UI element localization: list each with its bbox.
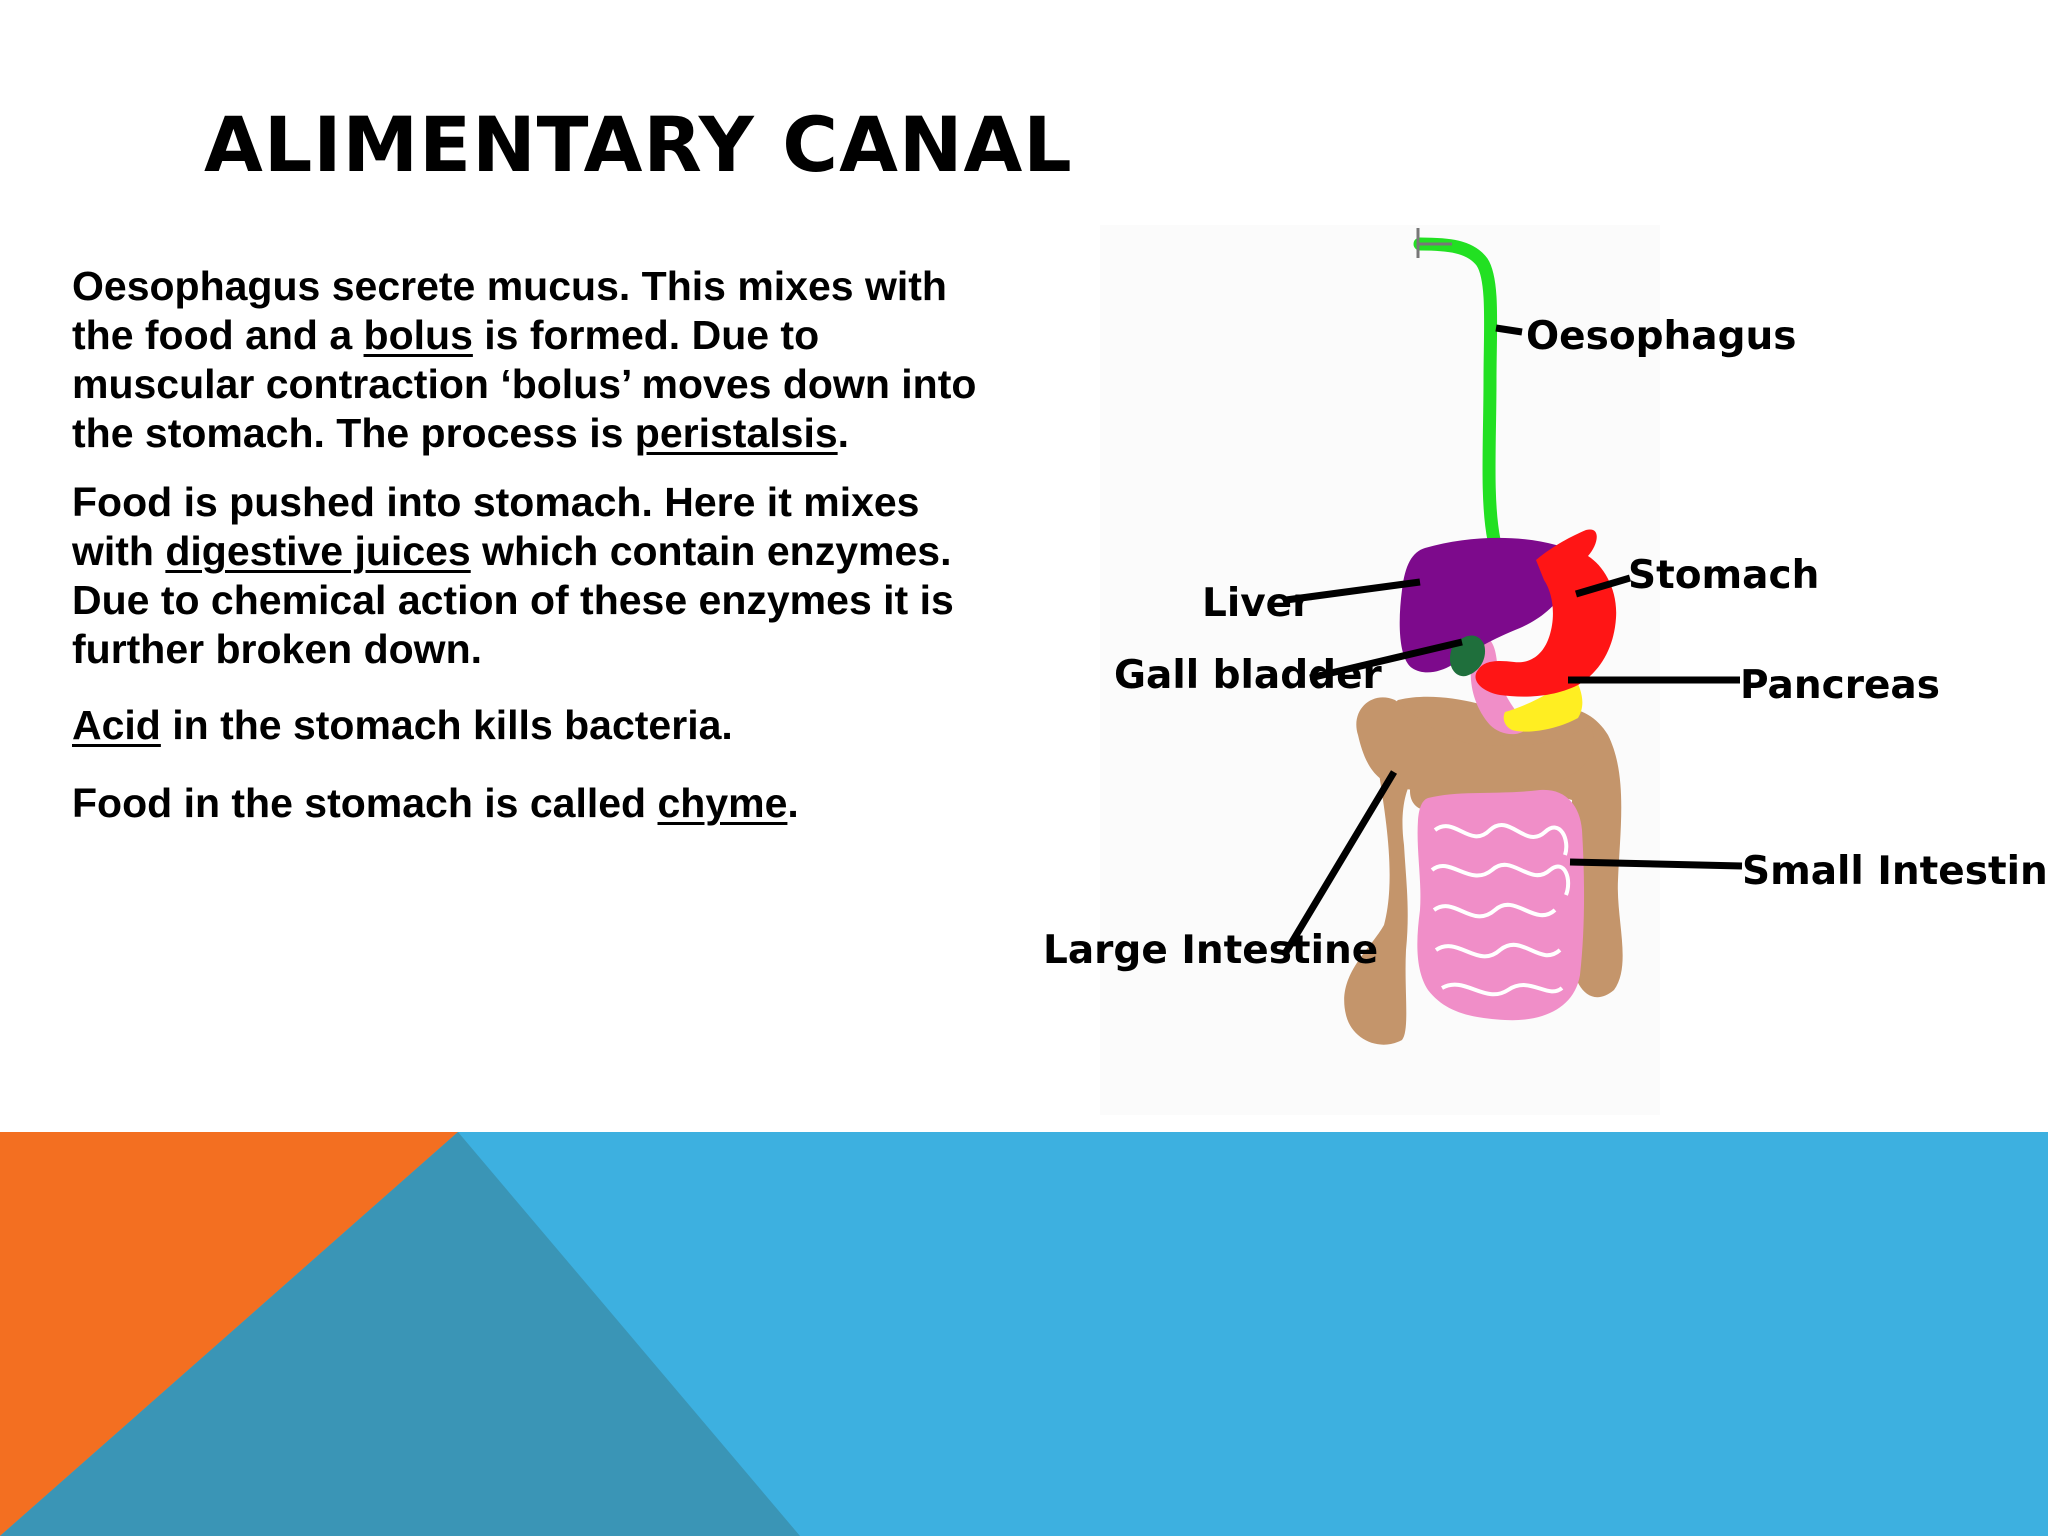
text: which contain enzymes. Due to chemical a… [72, 528, 954, 672]
text: . [787, 780, 799, 826]
label-stomach: Stomach [1628, 553, 1819, 598]
pharynx-outline [1416, 228, 1452, 258]
text: Food in the stomach is called [72, 780, 658, 826]
leader-stomach [1575, 574, 1631, 598]
term-bolus: bolus [363, 312, 473, 358]
label-oesophagus: Oesophagus [1526, 314, 1797, 359]
liver [1399, 537, 1572, 673]
leader-liver [1285, 578, 1421, 604]
paragraph-oesophagus: Oesophagus secrete mucus. This mixes wit… [72, 262, 992, 458]
label-pancreas: Pancreas [1740, 663, 1940, 708]
term-digestive-juices: digestive juices [165, 528, 471, 574]
paragraph-acid: Acid in the stomach kills bacteria. [72, 701, 992, 750]
slide-title: ALIMENTARY CANAL [204, 100, 1073, 189]
footer-teal-triangle [0, 1132, 800, 1536]
text: Oesophagus secrete mucus. This mixes wit… [72, 263, 947, 358]
text: . [837, 410, 850, 456]
term-acid: Acid [72, 702, 161, 748]
body-text: Oesophagus secrete mucus. This mixes wit… [72, 262, 992, 828]
label-small-intestine: Small Intestine [1742, 849, 2048, 894]
label-gall-bladder: Gall bladder [1114, 653, 1383, 698]
paragraph-chyme: Food in the stomach is called chyme. [72, 779, 992, 828]
footer-band [0, 1132, 2048, 1536]
small-intestine-coils [1430, 823, 1571, 997]
text: Food is pushed into stomach. Here it mix… [72, 479, 920, 574]
term-chyme: chyme [657, 780, 788, 826]
large-intestine-upper [1356, 697, 1594, 795]
text: in the stomach kills bacteria. [160, 702, 733, 748]
stomach [1475, 529, 1617, 697]
label-liver: Liver [1202, 581, 1312, 626]
label-large-intestine: Large Intestine [1043, 928, 1378, 973]
paragraph-stomach: Food is pushed into stomach. Here it mix… [72, 478, 992, 674]
text: is formed. Due to muscular contraction ‘… [72, 312, 977, 456]
leader-small-intestine [1569, 858, 1743, 870]
leader-gall-bladder [1309, 638, 1463, 682]
leader-oesophagus [1495, 324, 1523, 336]
leader-large-intestine [1282, 770, 1398, 954]
term-peristalsis: peristalsis [634, 410, 838, 456]
leader-lines [1282, 324, 1743, 954]
